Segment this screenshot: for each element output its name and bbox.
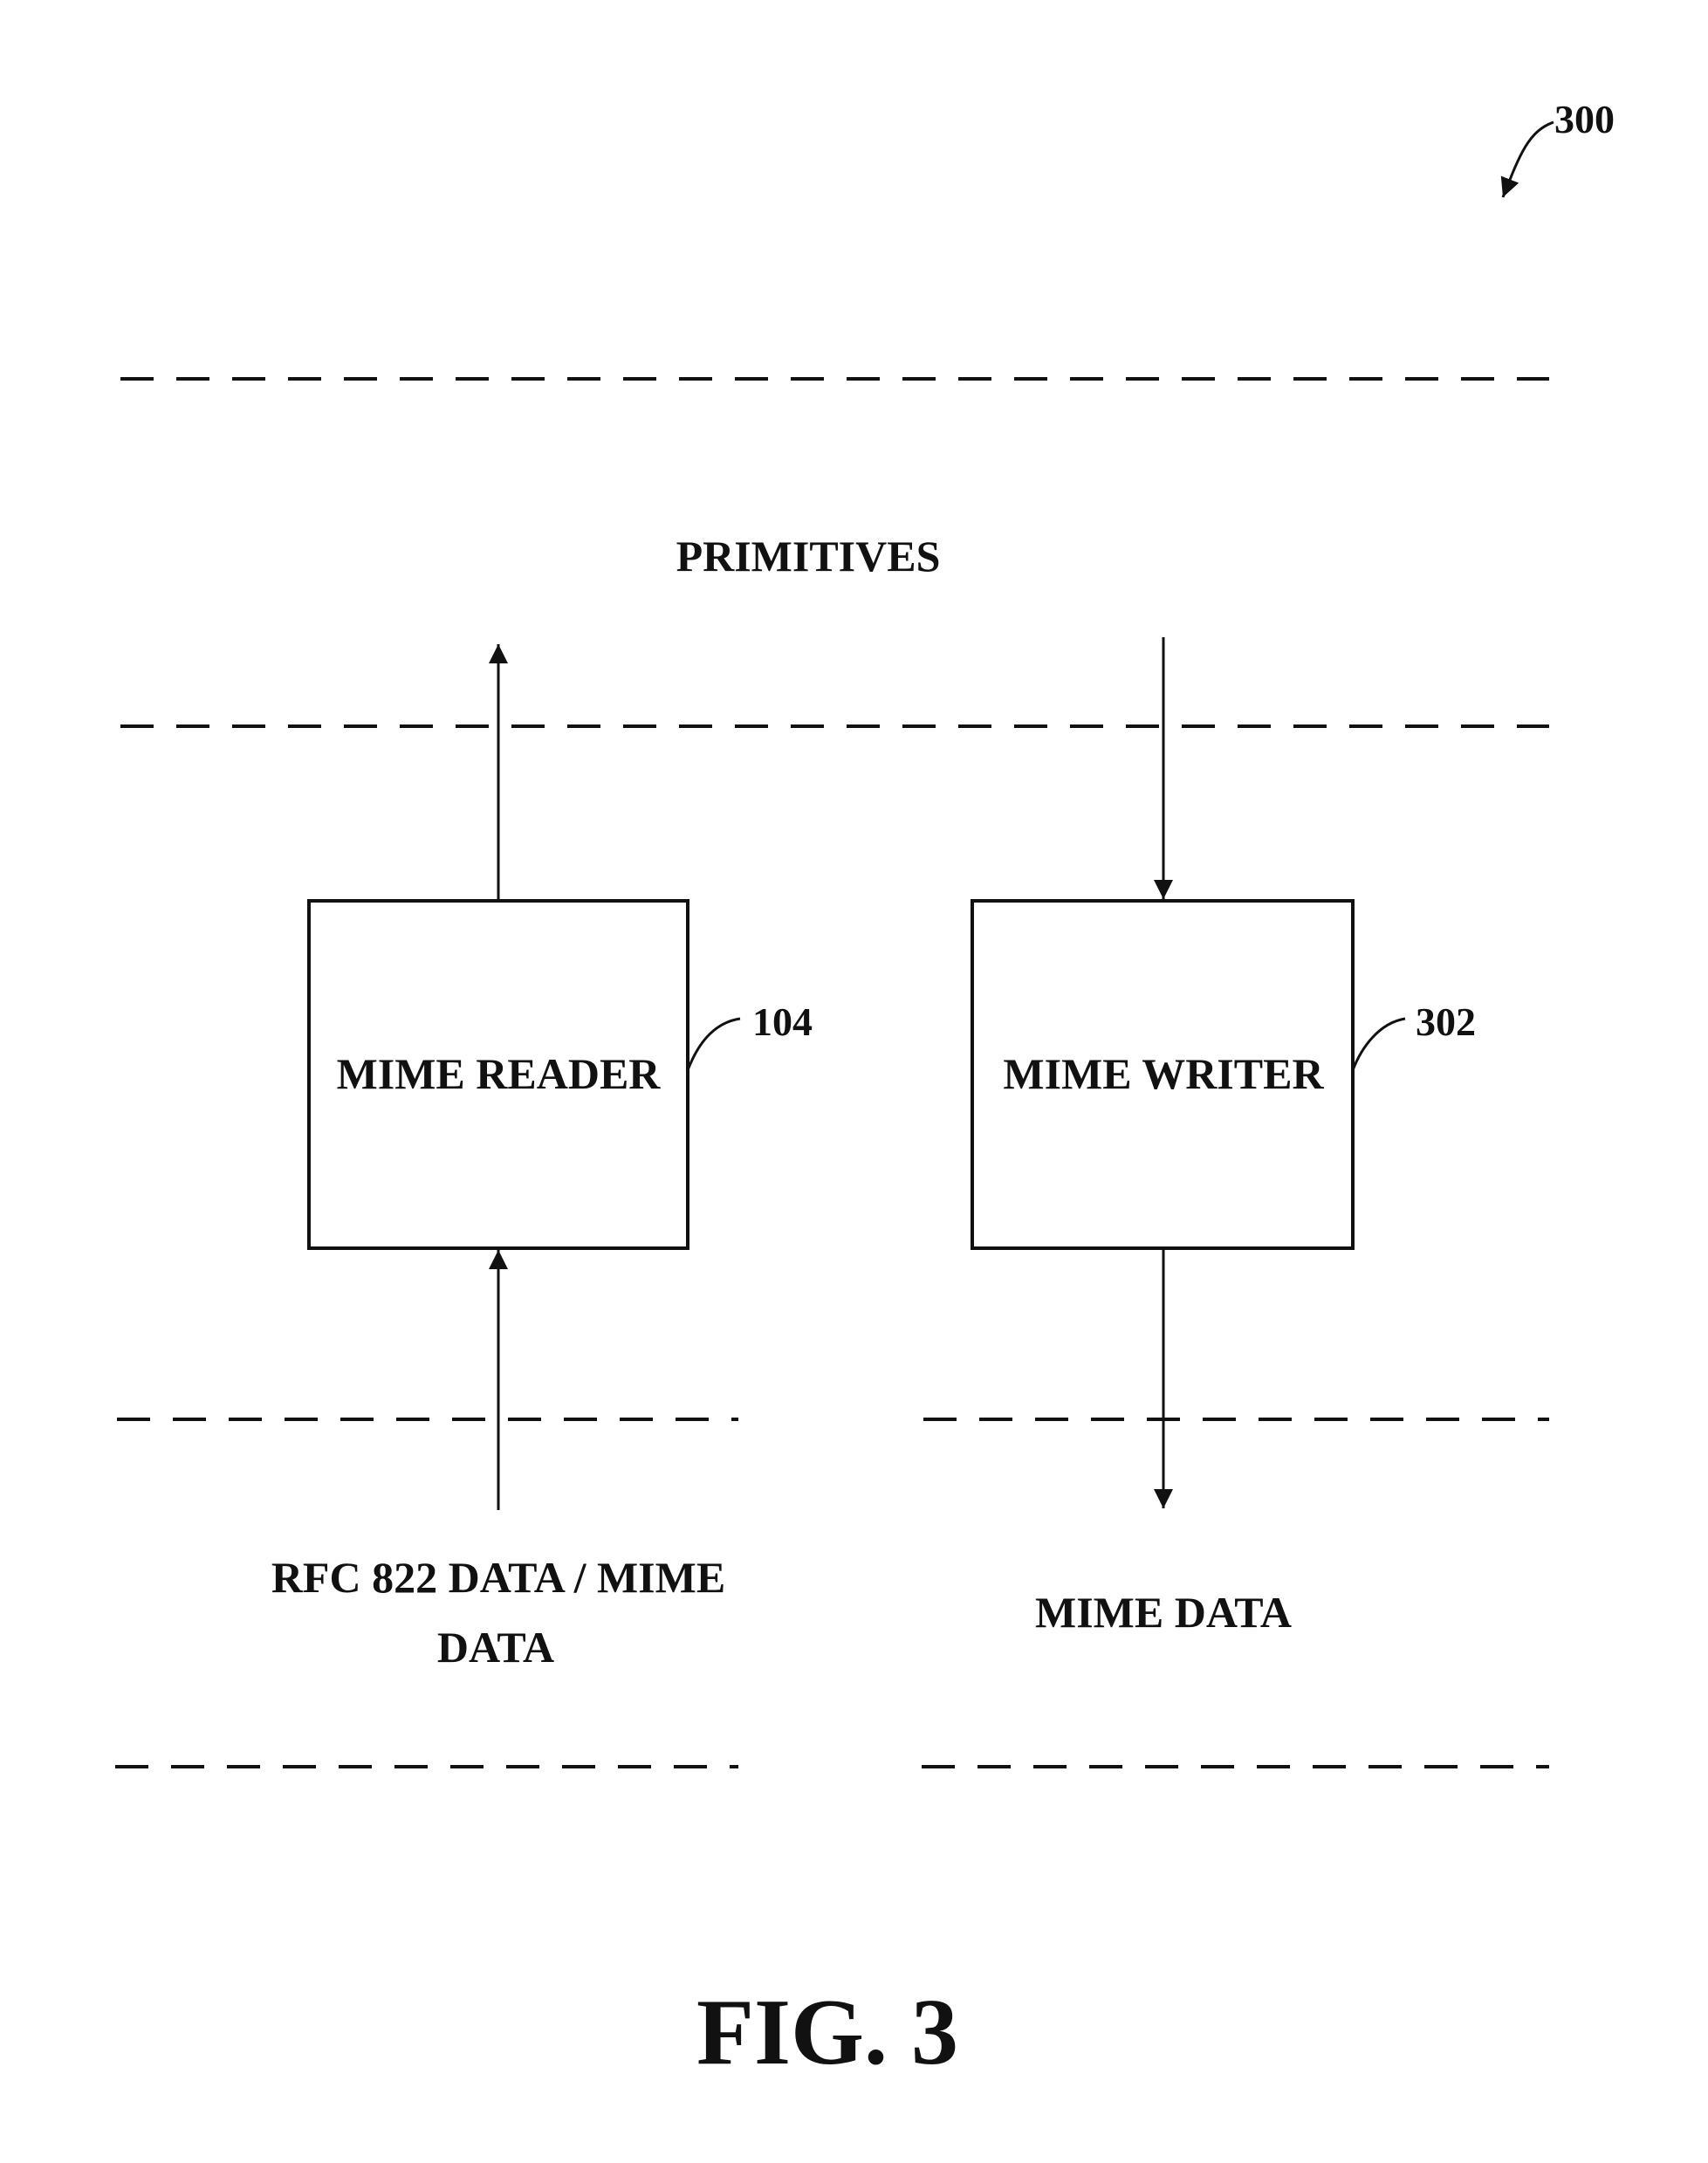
mime-reader-ref-number: 104 [752,999,813,1044]
rfc822-mime-data-label-line1: RFC 822 DATA / MIME [271,1553,725,1602]
figure-ref-number: 300 [1554,97,1615,141]
primitives-label: PRIMITIVES [676,532,941,580]
mime-data-label: MIME DATA [1035,1588,1292,1637]
figure-caption: FIG. 3 [696,1981,958,2084]
mime-reader-label: MIME READER [337,1049,662,1098]
mime-writer-ref-leader [1353,1019,1405,1070]
rfc822-mime-data-label-line2: DATA [437,1623,554,1672]
figure-ref-leader-arrow [1503,122,1554,197]
figure-ref-300: 300 [1503,97,1615,197]
mime-writer-label: MIME WRITER [1003,1049,1324,1098]
mime-writer-ref-number: 302 [1416,999,1476,1044]
mime-reader-ref-leader [688,1019,740,1070]
mime-writer-block: MIME WRITER 302 [972,901,1476,1248]
mime-reader-block: MIME READER 104 [309,901,813,1248]
